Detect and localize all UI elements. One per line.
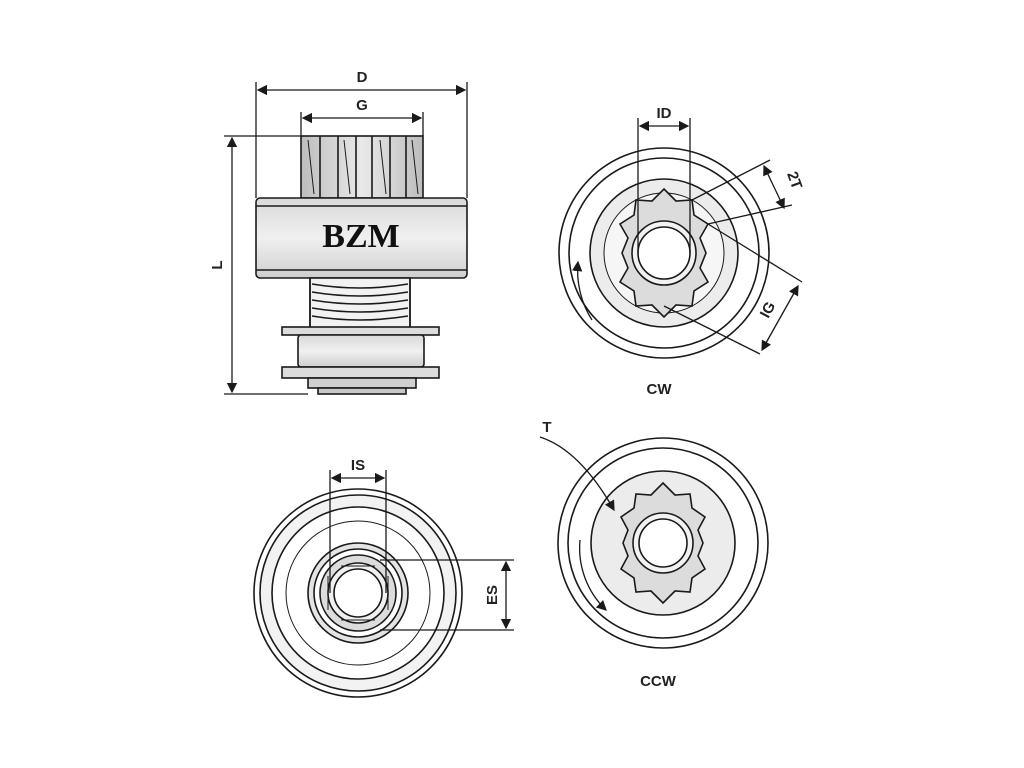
label-l: L xyxy=(209,260,226,269)
dimension-ig xyxy=(663,223,803,355)
rear-view xyxy=(253,488,463,698)
collar-body xyxy=(297,334,425,368)
dimension-t xyxy=(539,436,615,512)
brand-logo-text: BZM xyxy=(322,218,399,255)
label-g: G xyxy=(356,97,368,114)
label-d: D xyxy=(357,69,368,86)
spring xyxy=(309,277,411,329)
label-cw: CW xyxy=(647,381,673,398)
dimension-is xyxy=(329,470,387,593)
shaft-end xyxy=(307,377,417,389)
pinion-gear xyxy=(300,135,424,199)
label-es: ES xyxy=(484,585,501,605)
label-ig: IG xyxy=(757,299,779,321)
dimension-l xyxy=(224,135,308,395)
dimension-id xyxy=(637,118,691,253)
cw-view xyxy=(558,147,770,359)
label-id: ID xyxy=(657,105,672,122)
label-t: T xyxy=(542,419,551,436)
label-ccw: CCW xyxy=(640,673,677,690)
label-is: IS xyxy=(351,457,365,474)
collar-flange-bottom xyxy=(281,366,440,379)
ccw-view xyxy=(557,437,769,649)
label-2t: 2T xyxy=(783,169,805,191)
dimension-d xyxy=(255,82,468,198)
dimension-2t xyxy=(691,159,793,225)
dimension-g xyxy=(300,112,424,136)
collar-flange-top xyxy=(281,326,440,336)
side-view xyxy=(255,135,468,395)
dimension-es xyxy=(380,559,514,631)
